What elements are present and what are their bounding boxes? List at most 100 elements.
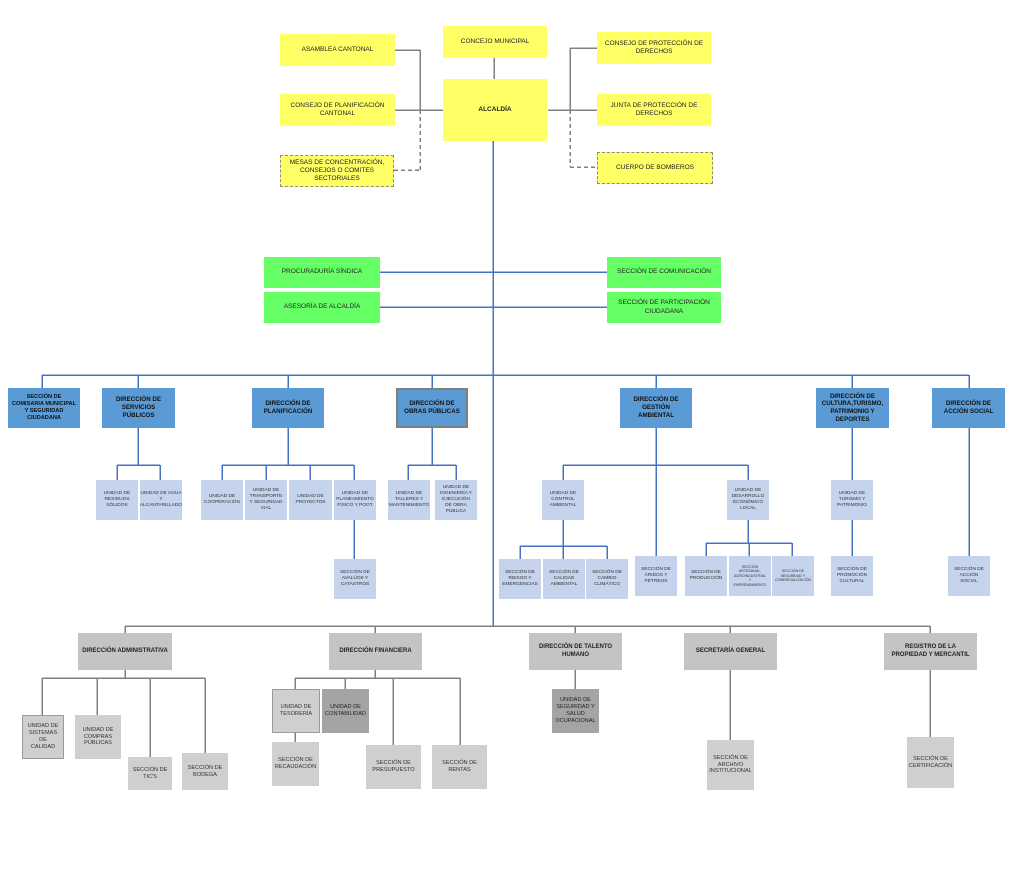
concejo-municipal-box[interactable]: CONCEJO MUNICIPAL — [443, 26, 547, 58]
planificacion-dir-box[interactable]: DIRECCIÓN DE PLANIFICACIÓN — [252, 388, 324, 428]
promocion-cultural-box[interactable]: SECCIÓN DE PROMOCIÓN CULTURAL — [831, 556, 873, 596]
aridos-label: SECCIÓN DE ÁRIDOS Y PÉTREOS — [641, 567, 671, 584]
avaluos-box[interactable]: SECCIÓN DE AVALÚOS Y CATASTROS — [334, 559, 376, 599]
registro-propiedad-box[interactable]: REGISTRO DE LA PROPIEDAD Y MERCANTIL — [884, 633, 977, 670]
seguridad-comercializacion-box[interactable]: SECCIÓN DE SEGURIDAD Y COMERCIALIZACIÓN — [772, 556, 814, 596]
transporte-box[interactable]: UNIDAD DE TRANSPORTE Y SEGURIDAD VIAL — [245, 480, 287, 520]
obras-publicas-box[interactable]: DIRECCIÓN DE OBRAS PÚBLICAS — [396, 388, 468, 428]
bodega-box[interactable]: SECCIÓN DE BODEGA — [182, 753, 228, 790]
procuraduria-box[interactable]: PROCURADURÍA SÍNDICA — [264, 257, 380, 288]
administrativa-label: DIRECCIÓN ADMINISTRATIVA — [82, 647, 168, 654]
contabilidad-label: UNIDAD DE CONTABILIDAD — [325, 704, 366, 717]
compras-publicas-box[interactable]: UNIDAD DE COMPRAS PÚBLICAS — [75, 715, 121, 759]
financiera-box[interactable]: DIRECCIÓN FINANCIERA — [329, 633, 422, 670]
cooperacion-box[interactable]: UNIDAD DE COOPERACIÓN — [201, 480, 243, 520]
planeamiento-label: UNIDAD DE PLANEAMIENTO FÍSICO Y POOT — [336, 491, 374, 508]
talleres-label: UNIDAD DE TALLERES Y MANTENIMIENTO — [388, 491, 430, 508]
dashed-connectors — [394, 110, 597, 171]
desarrollo-economico-label: UNIDAD DE DESARROLLO ECONÓMICO LOCAL — [731, 488, 765, 511]
artesanal-box[interactable]: SECCIÓN ARTESANAL, AGROINDUSTRIAL Y EMPR… — [729, 556, 771, 596]
comisaria-label: SECCIÓN DE COMISARIA MUNICIPAL Y SEGURID… — [12, 394, 77, 421]
tesoreria-label: UNIDAD DE TESORERÍA — [279, 704, 313, 717]
calidad-ambiental-box[interactable]: SECCIÓN DE CALIDAD AMBIENTAL — [543, 559, 585, 599]
financiera-label: DIRECCIÓN FINANCIERA — [339, 647, 412, 654]
consejo-planificacion-label: CONSEJO DE PLANIFICACIÓN CANTONAL — [290, 101, 385, 117]
agua-alcantarillado-label: UNIDAD DE AGUA Y ALCANTARILLADO — [140, 491, 182, 508]
talento-humano-box[interactable]: DIRECCIÓN DE TALENTO HUMANO — [529, 633, 622, 670]
presupuesto-label: SECCIÓN DE PRESUPUESTO — [372, 760, 415, 773]
alcaldia-box[interactable]: ALCALDÍA — [443, 79, 547, 141]
planificacion-dir-label: DIRECCIÓN DE PLANIFICACIÓN — [263, 400, 313, 415]
control-ambiental-box[interactable]: UNIDAD DE CONTROL AMBIENTAL — [542, 480, 584, 520]
cuerpo-bomberos-label: CUERPO DE BOMBEROS — [615, 163, 694, 171]
servicios-publicos-box[interactable]: DIRECCIÓN DE SERVICIOS PÚBLICOS — [102, 388, 175, 428]
cultura-turismo-label: DIRECCIÓN DE CULTURA,TURISMO, PATRIMONIO… — [821, 392, 884, 423]
artesanal-label: SECCIÓN ARTESANAL, AGROINDUSTRIAL Y EMPR… — [733, 564, 767, 587]
cooperacion-label: UNIDAD DE COOPERACIÓN — [204, 494, 240, 505]
ingenieria-box[interactable]: UNIDAD DE INGENIERÍA Y EJECUCIÓN DE OBRA… — [435, 480, 477, 520]
junta-proteccion-box[interactable]: JUNTA DE PROTECCIÓN DE DERECHOS — [597, 94, 711, 126]
accion-social-dir-label: DIRECCIÓN DE ACCIÓN SOCIAL — [943, 400, 994, 415]
comunicacion-box[interactable]: SECCIÓN DE COMUNICACIÓN — [607, 257, 721, 288]
gray-connectors-top — [395, 47, 597, 111]
accion-social-seccion-box[interactable]: SECCIÓN DE ACCIÓN SOCIAL — [948, 556, 990, 596]
proyectos-box[interactable]: UNIDAD DE PROYECTOS — [289, 480, 332, 520]
consejo-proteccion-box[interactable]: CONSEJO DE PROTECCIÓN DE DERECHOS — [597, 32, 711, 64]
tics-box[interactable]: SECCIÓN DE TIC'S — [128, 757, 172, 790]
alcaldia-label: ALCALDÍA — [478, 105, 512, 113]
rentas-box[interactable]: SECCIÓN DE RENTAS — [432, 745, 487, 789]
transporte-label: UNIDAD DE TRANSPORTE Y SEGURIDAD VIAL — [249, 488, 283, 511]
talleres-box[interactable]: UNIDAD DE TALLERES Y MANTENIMIENTO — [388, 480, 430, 520]
sistemas-calidad-box[interactable]: UNIDAD DE SISTEMAS DE CALIDAD — [22, 715, 64, 759]
planeamiento-box[interactable]: UNIDAD DE PLANEAMIENTO FÍSICO Y POOT — [334, 480, 376, 520]
contabilidad-box[interactable]: UNIDAD DE CONTABILIDAD — [322, 689, 369, 733]
gestion-ambiental-box[interactable]: DIRECCIÓN DE GESTIÓN AMBIENTAL — [620, 388, 692, 428]
turismo-patrimonio-box[interactable]: UNIDAD DE TURISMO Y PATRIMONIO — [831, 480, 873, 520]
recaudacion-box[interactable]: SECCIÓN DE RECAUDACIÓN — [272, 742, 319, 786]
turismo-patrimonio-label: UNIDAD DE TURISMO Y PATRIMONIO — [837, 491, 867, 508]
asamblea-cantonal-box[interactable]: ASAMBLEA CANTONAL — [280, 34, 395, 66]
seguridad-comercializacion-label: SECCIÓN DE SEGURIDAD Y COMERCIALIZACIÓN — [775, 569, 811, 583]
certificacion-box[interactable]: SECCIÓN DE CERTIFICACIÓN — [907, 737, 954, 788]
concejo-municipal-label: CONCEJO MUNICIPAL — [460, 37, 530, 45]
accion-social-dir-box[interactable]: DIRECCIÓN DE ACCIÓN SOCIAL — [932, 388, 1005, 428]
secretaria-general-box[interactable]: SECRETARÍA GENERAL — [684, 633, 777, 670]
mesas-concentracion-box[interactable]: MESAS DE CONCENTRACIÓN, CONSEJOS O COMIT… — [280, 155, 394, 187]
asesoria-box[interactable]: ASESORÍA DE ALCALDÍA — [264, 292, 380, 323]
residuos-solidos-box[interactable]: UNIDAD DE RESIDUOS SÓLIDOS — [96, 480, 138, 520]
comisaria-box[interactable]: SECCIÓN DE COMISARIA MUNICIPAL Y SEGURID… — [8, 388, 80, 428]
produccion-box[interactable]: SECCIÓN DE PRODUCCIÓN — [685, 556, 727, 596]
certificacion-label: SECCIÓN DE CERTIFICACIÓN — [908, 755, 953, 769]
consejo-proteccion-label: CONSEJO DE PROTECCIÓN DE DERECHOS — [604, 39, 704, 55]
promocion-cultural-label: SECCIÓN DE PROMOCIÓN CULTURAL — [836, 567, 868, 584]
aridos-box[interactable]: SECCIÓN DE ÁRIDOS Y PÉTREOS — [635, 556, 677, 596]
desarrollo-economico-box[interactable]: UNIDAD DE DESARROLLO ECONÓMICO LOCAL — [727, 480, 769, 520]
cuerpo-bomberos-box[interactable]: CUERPO DE BOMBEROS — [597, 152, 713, 184]
tics-label: SECCIÓN DE TIC'S — [132, 766, 168, 780]
archivo-institucional-label: SECCIÓN DE ARCHIVO INSTITUCIONAL — [709, 754, 752, 775]
mesas-concentracion-label: MESAS DE CONCENTRACIÓN, CONSEJOS O COMIT… — [289, 158, 385, 183]
presupuesto-box[interactable]: SECCIÓN DE PRESUPUESTO — [366, 745, 421, 789]
tesoreria-box[interactable]: UNIDAD DE TESORERÍA — [272, 689, 320, 733]
participacion-box[interactable]: SECCIÓN DE PARTICIPACIÓN CIUDADANA — [607, 292, 721, 323]
asesoria-label: ASESORÍA DE ALCALDÍA — [283, 303, 361, 311]
residuos-solidos-label: UNIDAD DE RESIDUOS SÓLIDOS — [103, 491, 131, 508]
blue-connectors — [41, 141, 970, 626]
secretaria-general-label: SECRETARÍA GENERAL — [695, 647, 766, 654]
archivo-institucional-box[interactable]: SECCIÓN DE ARCHIVO INSTITUCIONAL — [707, 740, 754, 790]
procuraduria-label: PROCURADURÍA SÍNDICA — [281, 268, 363, 276]
talento-humano-label: DIRECCIÓN DE TALENTO HUMANO — [538, 644, 613, 658]
cultura-turismo-box[interactable]: DIRECCIÓN DE CULTURA,TURISMO, PATRIMONIO… — [816, 388, 889, 428]
registro-propiedad-label: REGISTRO DE LA PROPIEDAD Y MERCANTIL — [891, 644, 970, 658]
comunicacion-label: SECCIÓN DE COMUNICACIÓN — [617, 268, 711, 276]
recaudacion-label: SECCIÓN DE RECAUDACIÓN — [274, 757, 317, 770]
seguridad-salud-box[interactable]: UNIDAD DE SEGURIDAD Y SALUD OCUPACIONAL — [552, 689, 599, 733]
seguridad-salud-label: UNIDAD DE SEGURIDAD Y SALUD OCUPACIONAL — [555, 697, 596, 724]
consejo-planificacion-box[interactable]: CONSEJO DE PLANIFICACIÓN CANTONAL — [280, 94, 395, 126]
administrativa-box[interactable]: DIRECCIÓN ADMINISTRATIVA — [78, 633, 172, 670]
cambio-climatico-box[interactable]: SECCIÓN DE CAMBIO CLIMÁTICO — [586, 559, 628, 599]
agua-alcantarillado-box[interactable]: UNIDAD DE AGUA Y ALCANTARILLADO — [140, 480, 182, 520]
riesgo-box[interactable]: SECCIÓN DE RIESGO Y EMERGENCIAS — [499, 559, 541, 599]
asamblea-cantonal-label: ASAMBLEA CANTONAL — [301, 45, 374, 53]
junta-proteccion-label: JUNTA DE PROTECCIÓN DE DERECHOS — [610, 101, 698, 117]
